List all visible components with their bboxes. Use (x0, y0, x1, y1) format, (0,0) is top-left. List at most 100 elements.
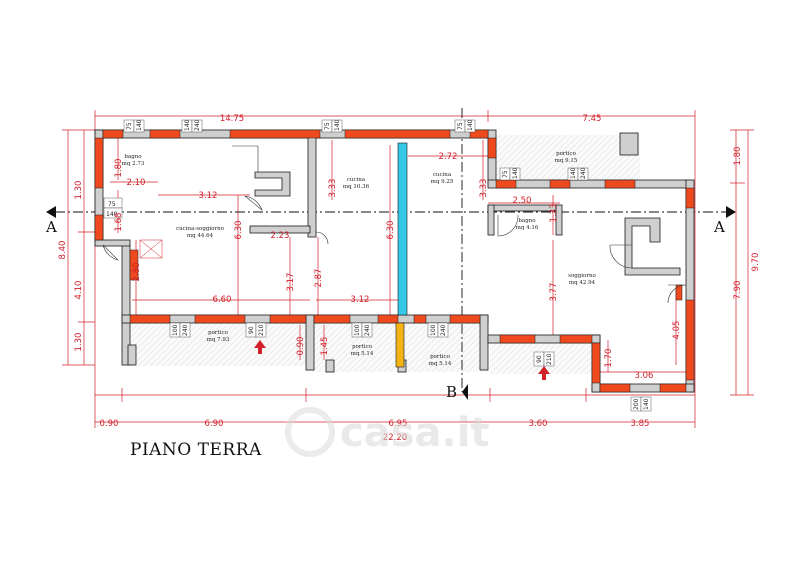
window-label: 100 (430, 324, 437, 336)
dim-bottom-3: 3.60 (529, 419, 548, 429)
dim-inner: 3.12 (199, 191, 218, 201)
dim-inner: 1.68 (114, 213, 124, 232)
dim-left-outer: 8.40 (58, 241, 68, 260)
dim-bottom-total: 22.20 (383, 433, 407, 443)
dim-inner: 3.33 (328, 179, 338, 198)
room-area: mq 5.14 (351, 351, 374, 357)
window-w4: 75 140 (454, 119, 476, 133)
dim-inner: 2.50 (513, 196, 532, 206)
section-label: B (446, 383, 457, 401)
dim-top-right: 7.45 (583, 114, 602, 124)
dim-bottom-2: 6.95 (389, 419, 408, 429)
dim-inner: 1.80 (114, 159, 124, 178)
window-w11: 100 240 (427, 322, 449, 338)
dim-inner: 3.33 (479, 179, 489, 198)
window-label: 210 (546, 353, 553, 365)
dim-inner: 2.72 (439, 152, 458, 162)
entry-arrow-icon (254, 340, 266, 354)
fireplace-left-base (249, 225, 311, 234)
window-label: 140 (106, 211, 118, 218)
section-marker-a-left: A (45, 206, 57, 236)
plan-title: PIANO TERRA (130, 440, 262, 460)
section-lines (55, 108, 730, 392)
new-wall-blue (397, 142, 408, 316)
dimension-labels: 14.75 7.45 0.90 6.90 6.95 3.60 3.85 22.2… (58, 114, 761, 443)
room-name: cucina (347, 177, 366, 183)
room-name: portico (556, 151, 577, 157)
watermark-text: casa.it (340, 410, 490, 456)
room-name: cucina (433, 172, 452, 178)
room-name: portico (352, 344, 373, 350)
dim-inner: 6.30 (386, 221, 396, 240)
dim-inner: 3.77 (549, 283, 559, 302)
window-label: 140 (467, 119, 474, 131)
room-area: mq 4.16 (516, 225, 539, 231)
dim-inner: 2.80 (132, 263, 142, 282)
dim-inner: 6.60 (213, 295, 232, 305)
window-w7: 140 240 (567, 167, 589, 181)
dim-inner: 2.87 (314, 269, 324, 288)
dim-right-outer: 9.70 (751, 253, 761, 272)
room-name: soggiorno (568, 273, 596, 279)
dim-bottom-4: 3.85 (631, 419, 650, 429)
window-label: 75 (457, 122, 464, 130)
window-label: 140 (334, 119, 341, 131)
window-label: 75 (126, 122, 133, 130)
room-area: mq 5.14 (429, 361, 452, 367)
window-w6: 75 140 (499, 167, 521, 181)
room-name: portico (430, 354, 451, 360)
window-label: 240 (580, 167, 587, 179)
entry-arrow-icon (538, 366, 550, 380)
window-label: 140 (184, 119, 191, 131)
dim-right-2: 7.90 (733, 281, 743, 300)
dim-bottom-1: 6.90 (205, 419, 224, 429)
watermark: casa.it (285, 407, 490, 457)
room-name: bagno (518, 218, 536, 224)
window-label: 140 (643, 398, 650, 410)
window-w10: 100 240 (351, 322, 373, 338)
room-area: mq 7.93 (207, 337, 230, 343)
window-label: 75 (108, 201, 116, 208)
dim-inner: 6.30 (234, 221, 244, 240)
dim-inner: 4.05 (672, 321, 682, 340)
window-w2: 140 240 (181, 119, 203, 133)
dim-bottom-0: 0.90 (100, 419, 119, 429)
room-name: portico (208, 330, 229, 336)
room-area: mq 9.15 (555, 158, 578, 164)
door-hatch (139, 239, 163, 259)
window-w9: 90 210 (245, 322, 267, 338)
room-name: bagno (124, 154, 142, 160)
window-label: 210 (258, 324, 265, 336)
window-label: 75 (324, 122, 331, 130)
dim-inner: 1.33 (549, 204, 559, 223)
dim-inner: 3.06 (635, 371, 654, 381)
section-label: A (713, 218, 725, 236)
dim-top-left: 14.75 (220, 114, 244, 124)
window-w1: 75 140 (123, 119, 145, 133)
door-swings (102, 145, 687, 304)
room-area: mq 2.73 (122, 161, 145, 167)
window-label: 140 (136, 119, 143, 131)
dim-left-3: 1.30 (74, 333, 84, 352)
section-label: A (45, 218, 57, 236)
window-label: 200 (633, 398, 640, 410)
new-wall-yellow (395, 322, 405, 368)
fireplace-right (624, 217, 681, 276)
window-w13: 200 140 (630, 396, 652, 412)
dim-left-1: 1.30 (74, 181, 84, 200)
room-area: mq 10.36 (343, 184, 370, 190)
window-label: 240 (440, 324, 447, 336)
dim-inner: 3.12 (351, 295, 370, 305)
dim-right-1: 1.80 (733, 147, 743, 166)
window-w12: 90 210 (533, 351, 555, 367)
dim-inner: 3.17 (286, 273, 296, 292)
dim-left-2: 4.10 (74, 281, 84, 300)
window-label: 90 (536, 355, 543, 363)
room-name: cucina-soggiorno (176, 226, 225, 232)
window-w3: 75 140 (321, 119, 343, 133)
window-label: 240 (182, 324, 189, 336)
room-labels: bagno mq 2.73 cucina-soggiorno mq 44.64 … (122, 151, 597, 367)
entry-arrow-icons (254, 340, 550, 380)
window-w8: 100 240 (169, 322, 191, 338)
